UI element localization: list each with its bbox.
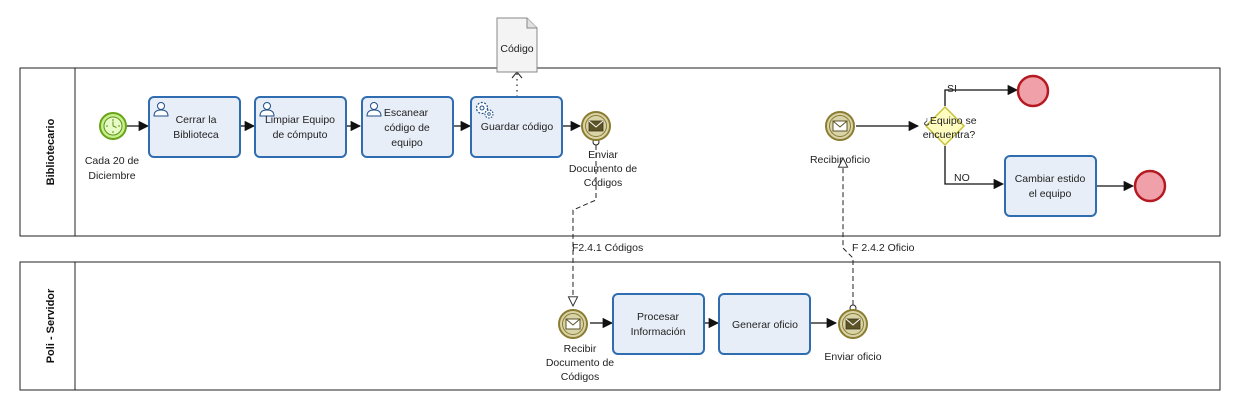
task-generar-oficio[interactable]: Generar oficio: [718, 293, 811, 355]
event-label-line: Recibir oficio: [810, 154, 870, 166]
task-label-line: Cambiar estido: [1015, 173, 1086, 185]
event-label-line: Enviar: [588, 149, 618, 161]
clock-icon: [106, 119, 120, 133]
event-label-line: Documento de: [546, 357, 614, 369]
envelope-icon: [588, 120, 604, 132]
task-label-line: Escanear: [384, 107, 429, 119]
task-label-line: Cerrar la: [176, 114, 217, 126]
event-recibir-oficio[interactable]: Recibir oficio: [810, 111, 870, 166]
user-icon: [259, 102, 275, 117]
pool-title-bibliotecario: Bibliotecario: [45, 118, 57, 185]
event-label-line: Documento de: [569, 163, 637, 175]
task-label-line: Biblioteca: [173, 129, 219, 141]
gateway-label-line: encuentra?: [923, 129, 976, 141]
task-label-line: de cómputo: [273, 129, 328, 141]
task-label-line: Limpiar Equipo: [265, 114, 335, 126]
start-event-timer[interactable]: Cada 20 de Diciembre: [85, 112, 139, 182]
task-limpiar-equipo[interactable]: Limpiar Equipo de cómputo: [254, 96, 347, 158]
end-event-no[interactable]: [1133, 169, 1167, 203]
data-object-codigo: Código: [496, 17, 538, 73]
event-label-line: Recibir: [564, 343, 597, 355]
user-icon: [153, 102, 169, 117]
task-guardar-codigo[interactable]: Guardar código: [470, 96, 563, 158]
data-object-label: Código: [500, 43, 533, 55]
task-label-line: Generar oficio: [732, 319, 798, 331]
task-label-line: Guardar código: [481, 121, 554, 133]
message-flows: F2.4.1 Códigos F 2.4.2 Oficio: [572, 138, 915, 312]
gateway-equipo-encuentra[interactable]: ¿Equipo se encuentra? SI NO: [923, 83, 977, 184]
event-recibir-documento[interactable]: Recibir Documento de Códigos: [546, 309, 614, 383]
task-escanear-codigo[interactable]: Escanear código de equipo: [361, 96, 454, 158]
gear-icon: [475, 101, 494, 119]
gateway-label-line: ¿Equipo se: [923, 115, 976, 127]
user-icon: [366, 102, 382, 117]
envelope-icon: [565, 318, 581, 330]
start-event-label-line1: Cada 20 de: [85, 155, 139, 167]
message-flow-label-oficio: F 2.4.2 Oficio: [852, 242, 915, 254]
task-label-line: código de: [384, 122, 430, 134]
task-label-line: Procesar: [637, 311, 680, 323]
start-event-label-line2: Diciembre: [88, 170, 135, 182]
task-label-line: equipo: [391, 137, 423, 149]
event-label-line: Códigos: [561, 371, 600, 383]
event-label-line: Enviar oficio: [824, 351, 881, 363]
task-cambiar-estado[interactable]: Cambiar estido el equipo: [1004, 155, 1097, 217]
event-label-line: Códigos: [584, 177, 623, 189]
end-event-si[interactable]: [1016, 74, 1050, 108]
task-procesar-informacion[interactable]: Procesar Información: [612, 293, 705, 355]
message-flow-label-codigos: F2.4.1 Códigos: [572, 242, 643, 254]
sequence-flows-top: [127, 84, 1135, 192]
gateway-branch-yes: SI: [947, 83, 957, 95]
event-enviar-oficio[interactable]: Enviar oficio: [824, 309, 882, 363]
envelope-icon: [845, 318, 861, 330]
gateway-branch-no: NO: [954, 172, 970, 184]
task-cerrar-biblioteca[interactable]: Cerrar la Biblioteca: [148, 96, 241, 158]
envelope-icon: [832, 120, 848, 132]
task-label-line: Información: [631, 326, 686, 338]
event-enviar-documento[interactable]: Enviar Documento de Códigos: [569, 111, 637, 189]
task-label-line: el equipo: [1029, 188, 1072, 200]
pool-title-servidor: Poli - Servidor: [45, 288, 57, 363]
